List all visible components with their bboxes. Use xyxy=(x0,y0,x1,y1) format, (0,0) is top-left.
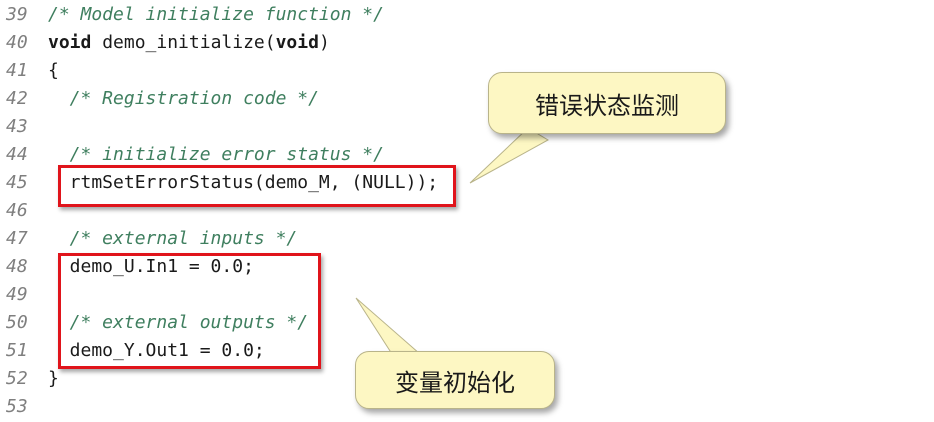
line-number: 46 xyxy=(6,200,28,221)
code-text: /* external inputs */ xyxy=(48,228,298,249)
line-number: 49 xyxy=(6,284,28,305)
code-text: } xyxy=(48,368,59,389)
code-text: { xyxy=(48,60,59,81)
callout-error-label: 错误状态监测 xyxy=(535,91,679,120)
code-text: rtmSetErrorStatus(demo_M, (NULL)); xyxy=(48,172,439,193)
line-number: 39 xyxy=(6,4,28,25)
code-text: /* Registration code */ xyxy=(48,88,319,109)
keyword: void xyxy=(48,32,92,53)
line-number: 40 xyxy=(6,32,28,53)
line-number: 53 xyxy=(6,396,28,417)
callout-init-label: 变量初始化 xyxy=(395,368,515,397)
line-number: 45 xyxy=(6,172,28,193)
code-text: void demo_initialize(void) xyxy=(48,29,330,57)
callout-pointer-error xyxy=(469,127,550,184)
code-text: /* Model initialize function */ xyxy=(48,4,384,25)
callout-pointer-init xyxy=(355,297,422,355)
code-text: /* external outputs */ xyxy=(48,312,309,333)
line-number: 52 xyxy=(6,368,28,389)
line-number: 47 xyxy=(6,228,28,249)
code-fragment: demo_initialize( xyxy=(91,32,276,53)
line-number: 42 xyxy=(6,88,28,109)
line-number: 44 xyxy=(6,144,28,165)
callout-variable-initialization: 变量初始化 xyxy=(355,351,555,409)
highlight-box-variable-init xyxy=(58,253,321,369)
code-text: demo_U.In1 = 0.0; xyxy=(48,256,254,277)
line-number: 48 xyxy=(6,256,28,277)
code-text: demo_Y.Out1 = 0.0; xyxy=(48,340,265,361)
highlight-box-error-status xyxy=(58,165,456,207)
callout-error-status-monitoring: 错误状态监测 xyxy=(488,72,726,134)
line-number: 51 xyxy=(6,340,28,361)
keyword: void xyxy=(275,32,319,53)
line-number: 50 xyxy=(6,312,28,333)
code-fragment: ) xyxy=(318,32,330,53)
line-number: 41 xyxy=(6,60,28,81)
code-text: /* initialize error status */ xyxy=(48,144,384,165)
line-number: 43 xyxy=(6,116,28,137)
